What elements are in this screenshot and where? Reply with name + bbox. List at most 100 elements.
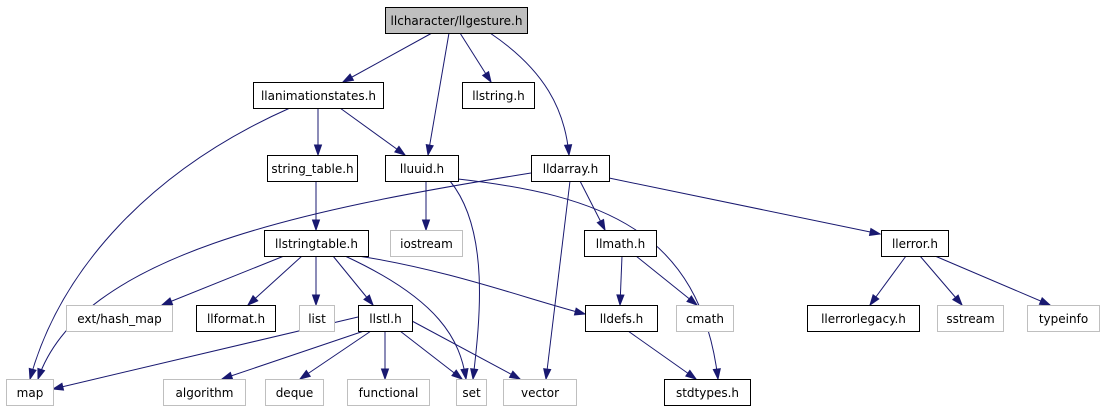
edge-string_table-to-llstringtable-arrowhead	[311, 219, 321, 232]
edge-llanimationstates-to-lluuid-line	[339, 107, 406, 156]
node-iostream: iostream	[390, 230, 463, 257]
node-llanimationstates[interactable]: llanimationstates.h	[253, 82, 384, 109]
edge-llanimationstates-to-map	[28, 107, 291, 381]
edge-llstringtable-to-set-line	[344, 255, 467, 380]
node-functional: functional	[347, 379, 430, 406]
edge-llgesture-to-lluuid	[425, 32, 450, 157]
edge-llstl-to-algorithm-line	[221, 330, 365, 380]
node-typeinfo-label: typeinfo	[1039, 312, 1088, 326]
node-llformat[interactable]: llformat.h	[196, 305, 276, 332]
node-list-box	[299, 305, 335, 332]
node-lldarray-label: lldarray.h	[543, 162, 598, 176]
edge-llgesture-to-lldarray-line	[489, 32, 570, 156]
node-map-label: map	[17, 386, 44, 400]
node-list-label: list	[308, 312, 326, 326]
edge-string_table-to-llstringtable	[311, 181, 321, 232]
edge-llstl-to-functional-arrowhead	[380, 368, 390, 381]
edge-llerror-to-llerrorlegacy-arrowhead	[869, 294, 880, 307]
node-lluuid[interactable]: lluuid.h	[385, 155, 459, 182]
node-lldefs[interactable]: lldefs.h	[585, 305, 658, 332]
node-llformat-label: llformat.h	[207, 312, 265, 326]
edge-llerror-to-sstream-line	[919, 255, 963, 306]
node-string_table-label: string_table.h	[271, 162, 353, 176]
node-functional-label: functional	[359, 386, 419, 400]
edge-llgesture-to-lldarray	[489, 32, 573, 157]
edge-lldarray-to-vector-arrowhead	[543, 368, 552, 381]
edge-lldarray-to-llerror-line	[608, 177, 881, 235]
node-lldarray[interactable]: lldarray.h	[531, 155, 610, 182]
node-set: set	[456, 379, 487, 406]
edge-llstl-to-deque-line	[299, 330, 372, 380]
edge-llstl-to-map-arrowhead	[51, 382, 65, 391]
edge-llmath-to-lldefs	[616, 255, 625, 307]
edge-llstringtable-to-set	[344, 255, 469, 381]
edge-llerror-to-typeinfo-arrowhead	[1038, 297, 1052, 306]
node-llanimationstates-label: llanimationstates.h	[261, 89, 376, 103]
node-typeinfo: typeinfo	[1027, 305, 1100, 332]
edge-llstringtable-to-llstl-line	[332, 255, 374, 306]
node-set-box	[456, 379, 487, 406]
node-llgesture[interactable]: llcharacter/llgesture.h	[385, 7, 528, 34]
node-llmath-label: llmath.h	[596, 237, 645, 251]
node-string_table[interactable]: string_table.h	[267, 155, 358, 182]
edge-llstl-to-set-arrowhead	[451, 369, 464, 380]
node-deque-box	[265, 379, 324, 406]
edge-lldarray-to-map	[37, 172, 532, 381]
edge-lldarray-to-map-arrowhead	[37, 367, 46, 381]
node-llgesture-box	[385, 7, 528, 34]
node-llerrorlegacy[interactable]: llerrorlegacy.h	[807, 305, 920, 332]
node-vector-label: vector	[521, 386, 559, 400]
node-llstring[interactable]: llstring.h	[462, 82, 535, 109]
edge-llanimationstates-to-lluuid	[339, 107, 407, 156]
edge-llmath-to-lldefs-arrowhead	[616, 294, 625, 307]
edge-llstl-to-functional	[380, 331, 390, 381]
node-llstl[interactable]: llstl.h	[358, 305, 413, 332]
edge-llgesture-to-llstring	[459, 32, 492, 84]
edge-llstringtable-to-hash_map-arrowhead	[160, 297, 174, 306]
node-llstl-box	[358, 305, 413, 332]
edge-llstl-to-vector	[411, 320, 522, 380]
node-llanimationstates-box	[253, 82, 384, 109]
node-llgesture-label: llcharacter/llgesture.h	[391, 14, 523, 28]
node-llstringtable-box	[264, 230, 369, 257]
edge-llgesture-to-llanimationstates	[341, 32, 433, 83]
nodes-layer: llcharacter/llgesture.h llanimationstates…	[6, 7, 1100, 406]
node-hash_map: ext/hash_map	[66, 305, 173, 332]
node-llstringtable-label: llstringtable.h	[275, 237, 358, 251]
node-typeinfo-box	[1027, 305, 1100, 332]
edge-lluuid-to-stdtypes-arrowhead	[712, 368, 721, 381]
edge-llstringtable-to-lldefs-arrowhead	[573, 307, 587, 316]
node-llerror[interactable]: llerror.h	[881, 230, 949, 257]
edge-llmath-to-cmath-arrowhead	[686, 295, 699, 306]
edge-lldefs-to-stdtypes	[627, 330, 698, 380]
node-algorithm: algorithm	[163, 379, 246, 406]
node-deque-label: deque	[276, 386, 314, 400]
edge-lluuid-to-set	[449, 180, 480, 381]
node-functional-box	[347, 379, 430, 406]
node-sstream-label: sstream	[946, 312, 994, 326]
edge-llstl-to-vector-arrowhead	[508, 370, 522, 380]
edge-llstringtable-to-lldefs	[357, 255, 587, 316]
edge-lluuid-to-iostream-arrowhead	[421, 219, 431, 232]
node-llmath[interactable]: llmath.h	[584, 230, 657, 257]
node-llstringtable[interactable]: llstringtable.h	[264, 230, 369, 257]
node-hash_map-box	[66, 305, 173, 332]
node-vector: vector	[503, 379, 577, 406]
node-iostream-label: iostream	[400, 237, 453, 251]
node-lluuid-box	[385, 155, 459, 182]
edge-llstringtable-to-hash_map	[160, 255, 285, 306]
edge-llstringtable-to-lldefs-line	[357, 255, 586, 315]
node-sstream-box	[937, 305, 1004, 332]
edge-lluuid-to-stdtypes	[457, 178, 721, 381]
node-sstream: sstream	[937, 305, 1004, 332]
edge-llerror-to-sstream	[919, 255, 963, 307]
node-stdtypes[interactable]: stdtypes.h	[664, 379, 751, 406]
edge-lldarray-to-llmath-arrowhead	[596, 218, 606, 232]
edge-lluuid-to-set-arrowhead	[470, 368, 479, 381]
node-llerrorlegacy-label: llerrorlegacy.h	[821, 312, 906, 326]
node-llstring-box	[462, 82, 535, 109]
edge-lldarray-to-vector	[543, 180, 571, 381]
node-algorithm-label: algorithm	[176, 386, 234, 400]
node-stdtypes-label: stdtypes.h	[676, 386, 739, 400]
